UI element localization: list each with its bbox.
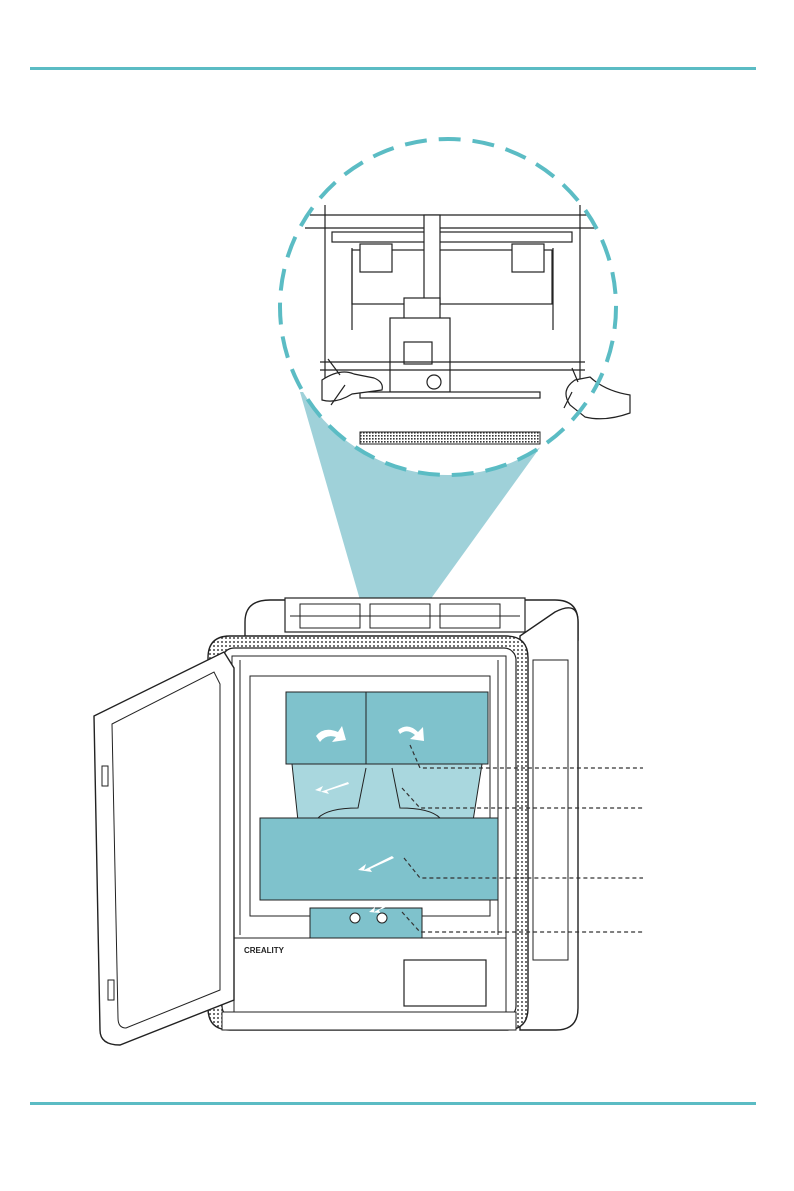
detail-view xyxy=(280,139,630,475)
brand-label: CREALITY xyxy=(244,946,285,955)
touch-screen xyxy=(404,960,486,1006)
foam-block-top xyxy=(286,692,366,764)
foam-block-top-right xyxy=(366,692,488,764)
foam-block-bottom xyxy=(310,908,422,938)
foam-block-front xyxy=(260,818,498,900)
printer: CREALITY xyxy=(208,598,578,1030)
printer-door xyxy=(94,652,234,1045)
